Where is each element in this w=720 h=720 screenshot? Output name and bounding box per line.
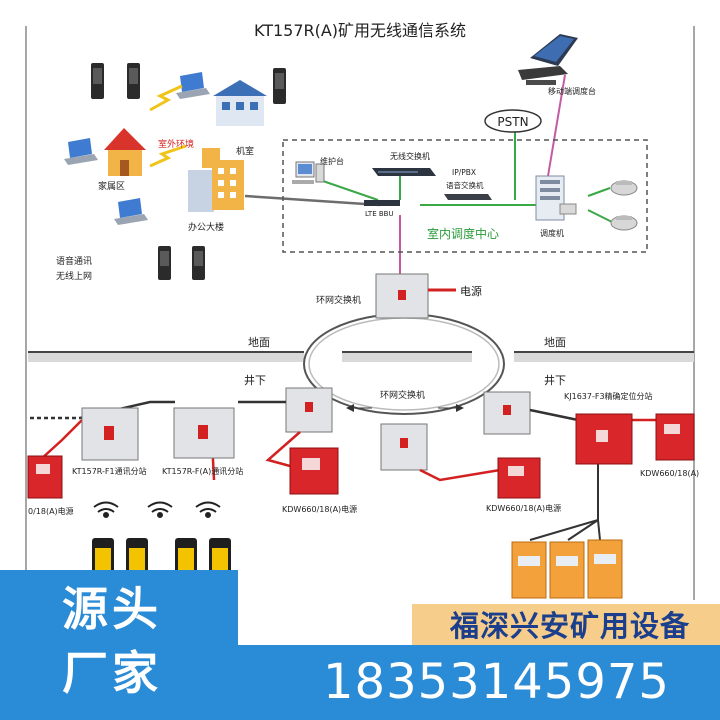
ring-switch-right-icon <box>483 391 531 435</box>
banner-left-line2: 厂家 <box>62 646 162 700</box>
company-banner: 福深兴安矿用设备 <box>412 604 720 648</box>
company-name: 福深兴安矿用设备 <box>450 609 691 643</box>
ring-switch-top-label: 环网交换机 <box>316 294 361 306</box>
pstn-label: PSTN <box>497 115 528 129</box>
power-mid-label: KDW660/18(A)电源 <box>486 503 561 513</box>
ippbx-label-2: 语音交换机 <box>446 180 484 190</box>
ground-surface-mid <box>342 351 472 362</box>
signal-icon-1 <box>93 501 119 518</box>
power-mid-left-label: KDW660/18(A)电源 <box>282 504 357 514</box>
cable-maint-bbu <box>319 179 379 201</box>
ring-switch-left-icon <box>285 387 333 433</box>
mobile-console-label: 移动端调度台 <box>548 86 596 96</box>
desk-phone-icon-2 <box>610 215 638 231</box>
underground-label-right: 井下 <box>544 373 566 387</box>
wireless-bolt-icon-2 <box>149 144 187 168</box>
residential-label: 家属区 <box>98 180 125 192</box>
cable-ring-locator <box>529 408 579 422</box>
camp-building-icon <box>213 80 267 126</box>
banner-left-line1: 源头 <box>62 582 162 636</box>
cable-phone-2 <box>587 209 613 223</box>
handset-icon-5 <box>192 246 205 280</box>
lte-bbu-icon <box>364 200 400 206</box>
phone-number: 18353145975 <box>323 654 670 710</box>
laptop-icon-2 <box>64 138 98 165</box>
signal-icon-2 <box>147 501 173 518</box>
ring-switch-mid-icon <box>380 423 428 471</box>
control-center-box <box>282 139 648 253</box>
wireless-switch-label: 无线交换机 <box>390 151 430 161</box>
office-label: 办公大楼 <box>188 221 224 233</box>
power-supply-mid-left-icon <box>289 447 339 495</box>
house-icon <box>104 128 146 176</box>
power-left-label: 0/18(A)电源 <box>28 506 74 516</box>
handset-icon-2 <box>127 63 140 99</box>
cable-power-sub1 <box>39 419 83 461</box>
dispatch-machine-icon <box>535 175 577 221</box>
ippbx-label-1: IP/PBX <box>452 168 476 177</box>
pstn-cloud <box>484 109 542 133</box>
locator-reader-icon-1 <box>511 541 547 599</box>
handset-icon-4 <box>158 246 171 280</box>
ippbx-device-icon <box>444 194 492 200</box>
ground-label-left: 地面 <box>248 336 270 349</box>
outdoor-env-label: 室外环境 <box>158 138 194 150</box>
signal-icon-3 <box>195 501 221 518</box>
power-supply-mid-icon <box>497 457 541 499</box>
locator-substation-label: KJ1637-F3精确定位分站 <box>564 391 653 401</box>
phone-banner: 18353145975 <box>238 645 720 720</box>
wireless-switch-icon <box>372 168 436 176</box>
comm-substation-1-label: KT157R-F1通讯分站 <box>72 466 147 476</box>
comm-substation-2-label: KT157R-F(A)通讯分站 <box>162 466 243 476</box>
locator-substation-icon <box>575 413 633 465</box>
desk-phone-icon-1 <box>610 180 638 196</box>
power-label: 电源 <box>460 284 482 298</box>
control-center-label: 室内调度中心 <box>427 226 499 241</box>
lte-bbu-label: LTE BBU <box>365 210 394 218</box>
cable-phone-1 <box>587 187 611 197</box>
underground-label-left: 井下 <box>244 373 266 387</box>
maintenance-station-icon <box>292 161 325 184</box>
ground-surface-left <box>28 351 304 362</box>
ground-label-right: 地面 <box>544 336 566 349</box>
arrow-right-icon <box>456 404 464 412</box>
source-factory-banner: 源头 厂家 <box>0 570 238 720</box>
comm-substation-1-icon <box>81 407 139 461</box>
arrow-left-icon <box>346 404 354 412</box>
ring-switch-mid-label: 环网交换机 <box>380 389 425 401</box>
dispatch-machine-label: 调度机 <box>540 228 564 238</box>
wireless-net-label: 无线上网 <box>56 270 92 282</box>
ring-switch-top-icon <box>375 273 429 319</box>
locator-reader-icon-3 <box>587 539 623 599</box>
cable-ring-power-left <box>265 431 301 468</box>
office-building-icon <box>188 148 244 212</box>
handset-icon-3 <box>273 68 286 104</box>
power-supply-right-icon <box>655 413 695 461</box>
mobile-console-icon <box>518 34 578 85</box>
wireless-bolt-icon-1 <box>149 84 183 112</box>
handset-icon-1 <box>91 63 104 99</box>
maint-station-label: 维护台 <box>320 156 344 166</box>
cable-console-dispatch <box>547 74 566 177</box>
cable-office-bbu <box>244 194 381 207</box>
voice-comm-label: 语音通讯 <box>56 255 92 267</box>
laptop-icon-3 <box>114 198 148 225</box>
comm-substation-2-icon <box>173 407 235 459</box>
cable-mid-power <box>419 468 501 482</box>
diagram-title: KT157R(A)矿用无线通信系统 <box>254 21 466 40</box>
cable-locator-readers <box>529 460 601 541</box>
ground-surface-right <box>514 351 694 362</box>
laptop-icon-1 <box>176 72 210 99</box>
locator-reader-icon-2 <box>549 541 585 599</box>
power-right-label: KDW660/18(A) <box>640 469 699 478</box>
camp-label: 机室 <box>236 145 254 157</box>
power-supply-left-icon <box>27 455 63 499</box>
